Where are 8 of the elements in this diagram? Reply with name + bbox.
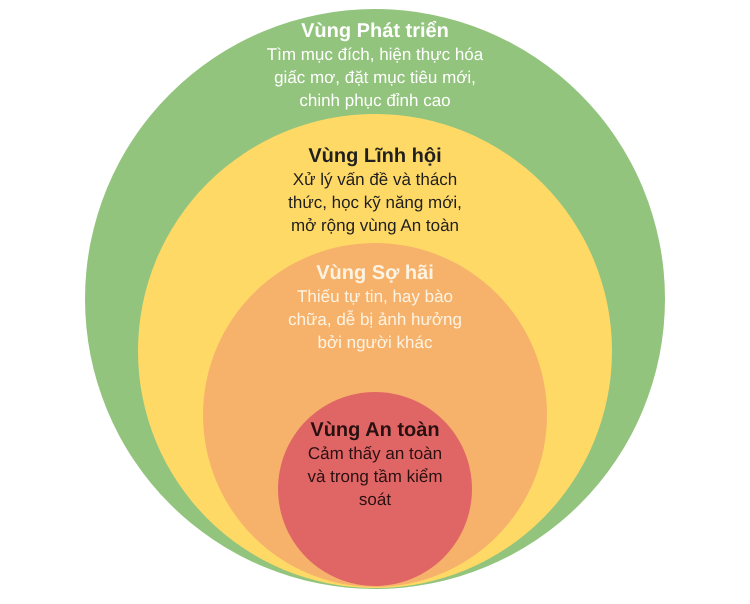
zone-title: Vùng Sợ hãi xyxy=(315,261,435,285)
zone-description: Thiếu tự tin, hay bào chữa, dễ bị ảnh hưởng bởi người khác xyxy=(287,286,463,354)
zone-title: Vùng Phát triển xyxy=(300,19,450,43)
zone-title: Vùng Lĩnh hội xyxy=(307,144,443,168)
zone-description: Cảm thấy an toàn và trong tầm kiểm soát xyxy=(306,443,444,511)
zone-description: Xử lý vấn đề và thách thức, học kỹ năng mới, mở rộng vùng An toàn xyxy=(287,169,463,237)
zone-title: Vùng An toàn xyxy=(309,418,441,442)
zone-description: Tìm mục đích, hiện thực hóa giấc mơ, đặt mục tiêu mới, chinh phục đỉnh cao xyxy=(266,44,484,112)
